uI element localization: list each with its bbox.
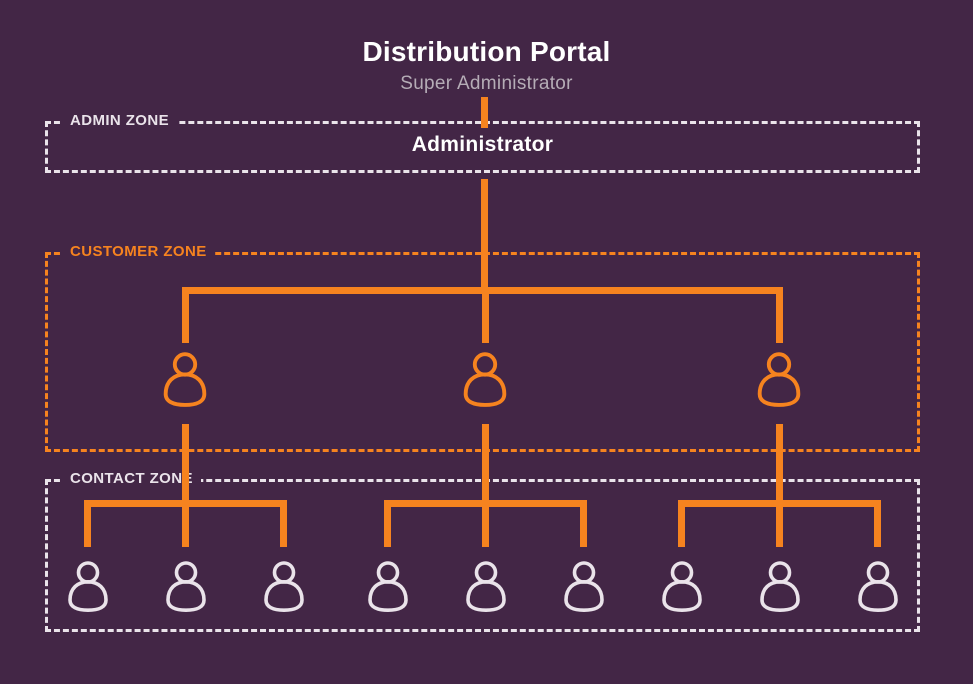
admin-zone-label: ADMIN ZONE	[62, 112, 177, 129]
customer-user-icon	[159, 351, 211, 409]
contact-drop	[874, 500, 881, 547]
connector-admin-to-customer	[481, 179, 488, 293]
contact-user-icon	[64, 560, 112, 614]
admin-zone: ADMIN ZONE Administrator	[45, 112, 920, 173]
customer-user-icon	[753, 351, 805, 409]
contact-drop	[84, 500, 91, 547]
connector-root-to-admin	[481, 97, 488, 128]
contact-branch-bar	[384, 500, 587, 507]
contact-drop	[384, 500, 391, 547]
connector-customer3-to-contacts	[776, 424, 783, 547]
contact-user-icon	[756, 560, 804, 614]
connector-customer1-to-contacts	[182, 424, 189, 547]
customer-drop-right	[776, 287, 783, 343]
contact-user-icon	[462, 560, 510, 614]
contact-user-icon	[260, 560, 308, 614]
page-subtitle: Super Administrator	[400, 73, 573, 94]
contact-drop	[678, 500, 685, 547]
customer-drop-left	[182, 287, 189, 343]
connector-customer2-to-contacts	[482, 424, 489, 547]
contact-drop	[580, 500, 587, 547]
contact-user-icon	[364, 560, 412, 614]
customer-zone-label: CUSTOMER ZONE	[62, 243, 215, 260]
customer-drop-center	[482, 287, 489, 343]
contact-zone-label: CONTACT ZONE	[62, 470, 201, 487]
customer-user-icon	[459, 351, 511, 409]
contact-branch-bar	[678, 500, 881, 507]
administrator-node: Administrator	[411, 133, 554, 156]
contact-user-icon	[854, 560, 902, 614]
contact-user-icon	[560, 560, 608, 614]
page-title: Distribution Portal	[362, 36, 611, 67]
contact-drop	[280, 500, 287, 547]
contact-user-icon	[658, 560, 706, 614]
contact-user-icon	[162, 560, 210, 614]
contact-branch-bar	[84, 500, 287, 507]
